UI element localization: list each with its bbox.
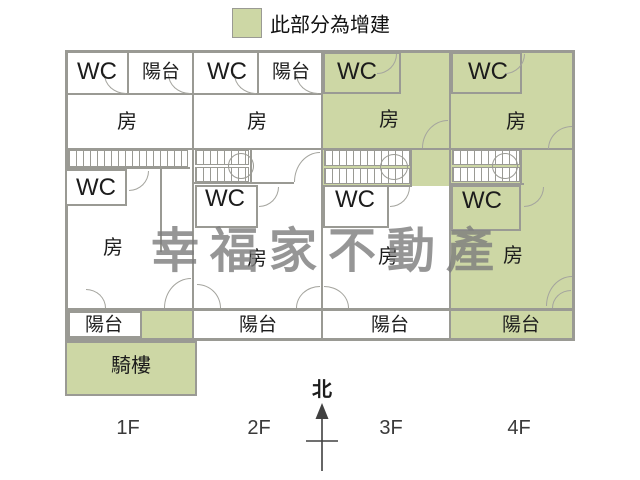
wall-segment: [450, 183, 524, 185]
floor-label-1f: 1F: [116, 417, 140, 439]
room-label-arcade: 騎樓: [111, 355, 151, 377]
wall-segment: [194, 182, 294, 184]
wall-segment: [127, 50, 129, 95]
room-label-balcony: 陽台: [84, 314, 124, 336]
wall-segment: [65, 50, 575, 53]
door-swing: [164, 278, 191, 308]
room-label-balcony: 陽台: [370, 314, 410, 336]
wall-segment: [160, 167, 162, 252]
room-label-room: 房: [506, 111, 526, 133]
room-label-room: 房: [378, 246, 398, 268]
wall-segment: [321, 50, 323, 341]
north-label: 北: [312, 379, 332, 401]
room-label-balcony: 陽台: [271, 61, 311, 83]
wall-segment: [257, 50, 259, 95]
room-box-wc-1f-mid: [65, 169, 127, 206]
room-label-wc: WC: [77, 58, 117, 85]
north-arrow-icon: [306, 403, 338, 471]
door-swing: [324, 286, 349, 308]
stairs-rail-3f: [380, 154, 408, 180]
room-label-balcony: 陽台: [238, 314, 278, 336]
room-label-wc: WC: [337, 58, 377, 85]
room-label-room: 房: [503, 245, 523, 267]
wall-segment: [520, 148, 522, 185]
wall-segment: [65, 338, 575, 341]
room-label-wc: WC: [462, 187, 502, 214]
wall-segment: [65, 148, 575, 150]
room-box-wc-4f-mid: [451, 185, 521, 231]
legend-label: 此部分為增建: [270, 14, 390, 37]
stairs-1f: [68, 150, 188, 167]
arcade-box-1f: [65, 341, 197, 396]
room-box-balcony-1f: [68, 311, 142, 338]
room-label-wc: WC: [205, 185, 245, 212]
room-label-room: 房: [379, 109, 399, 131]
wall-segment: [572, 50, 575, 341]
room-box-wc-3f-mid: [323, 185, 389, 228]
door-swing: [86, 289, 106, 308]
wall-segment: [65, 308, 575, 311]
door-swing: [259, 187, 279, 207]
wall-segment: [65, 167, 190, 169]
room-label-balcony: 陽台: [141, 61, 181, 83]
floor-label-3f: 3F: [379, 417, 403, 439]
wall-segment: [192, 50, 194, 341]
door-swing: [294, 152, 320, 182]
room-box-wc-3f-top: [323, 52, 401, 94]
room-label-wc: WC: [335, 186, 375, 213]
stairs-rail-4f: [492, 153, 518, 179]
wall-segment: [449, 50, 451, 341]
room-label-wc: WC: [468, 58, 508, 85]
room-label-wc: WC: [76, 174, 116, 201]
room-label-room: 房: [117, 111, 137, 133]
room-label-room: 房: [247, 111, 267, 133]
room-label-room: 房: [103, 237, 123, 259]
room-label-balcony: 陽台: [501, 314, 541, 336]
room-label-wc: WC: [207, 58, 247, 85]
door-swing: [296, 286, 320, 308]
legend-addition-swatch: [232, 8, 262, 38]
door-swing: [390, 187, 410, 207]
wall-segment: [410, 148, 412, 187]
door-swing: [197, 284, 221, 308]
floor-label-2f: 2F: [247, 417, 271, 439]
watermark-text: 幸福家不動產: [151, 225, 506, 278]
floor-label-4f: 4F: [507, 417, 531, 439]
room-label-room: 房: [247, 248, 267, 270]
door-swing: [129, 171, 149, 191]
wall-segment: [65, 93, 323, 95]
stairs-rail-2f: [228, 153, 254, 179]
room-box-wc-2f-mid: [195, 185, 258, 228]
room-box-wc-4f-top: [451, 52, 522, 94]
